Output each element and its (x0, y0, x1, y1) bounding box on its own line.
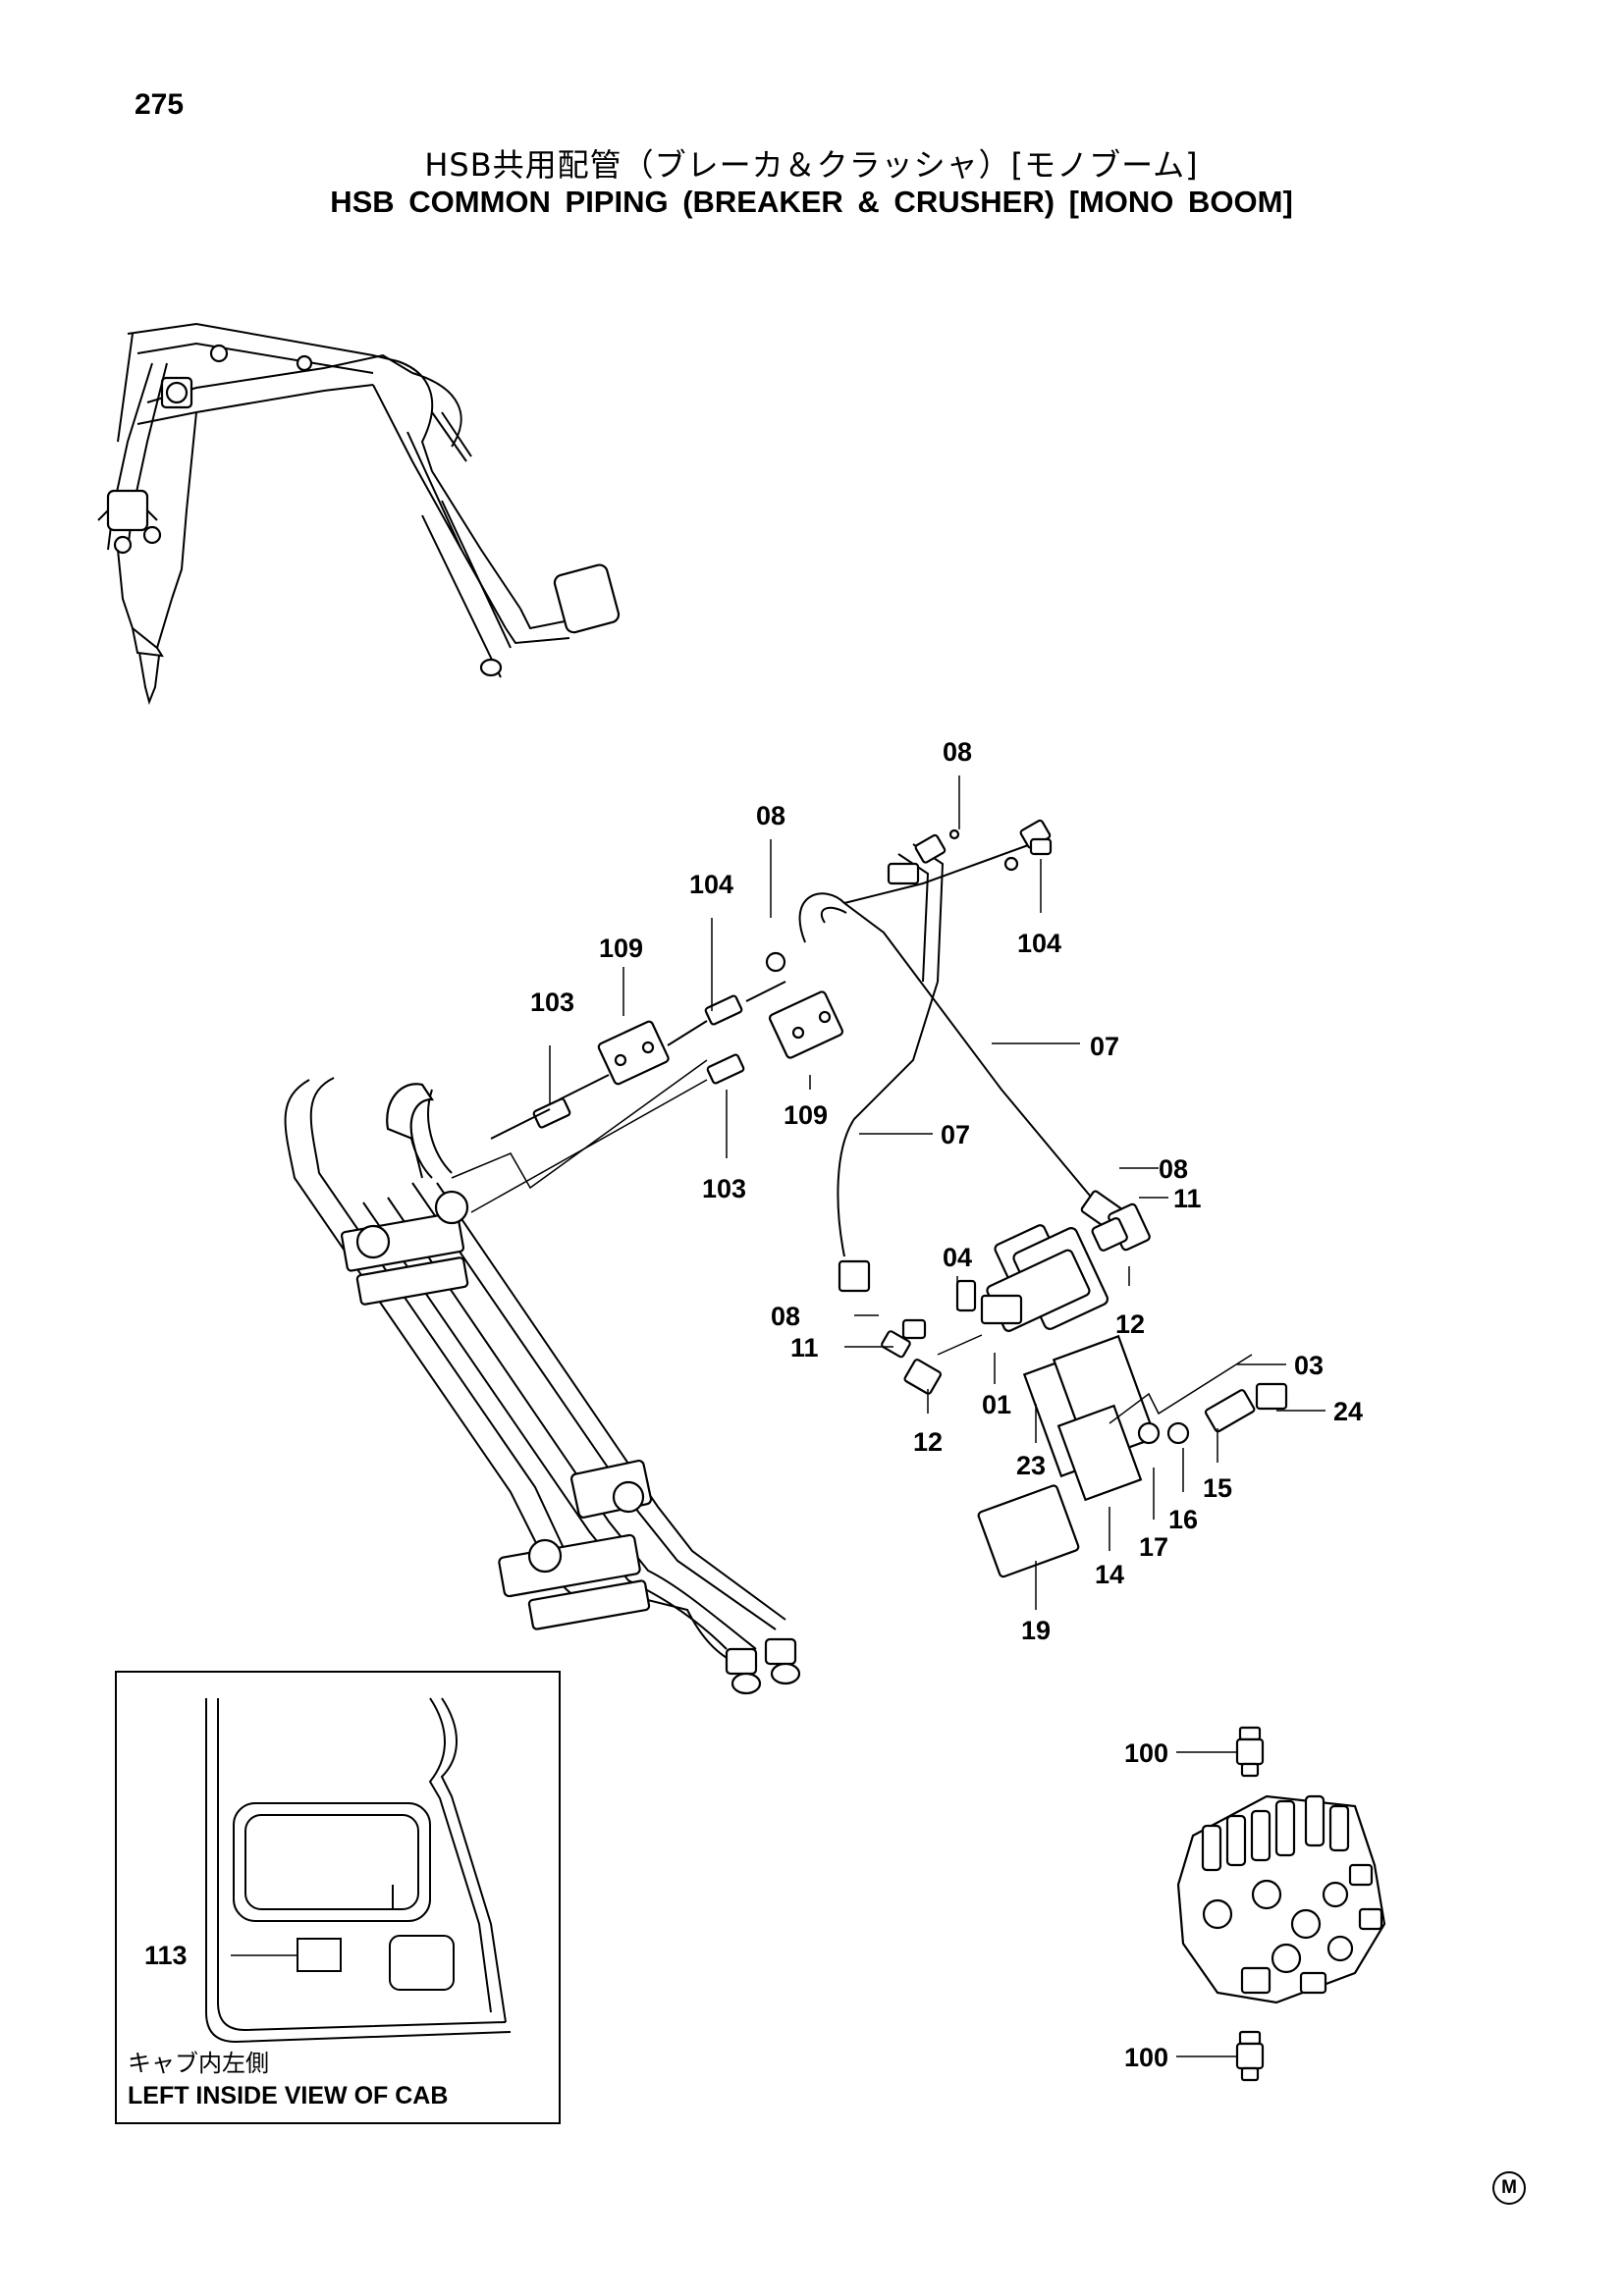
callout-100a: 100 (1124, 1738, 1168, 1768)
control-valve-illustration: 100 100 (1124, 1726, 1386, 2082)
callout-109a: 109 (599, 934, 643, 963)
callout-08c: 08 (1159, 1154, 1188, 1184)
callout-leaders (549, 775, 1325, 1610)
callout-17: 17 (1139, 1532, 1168, 1562)
callout-23: 23 (1016, 1451, 1046, 1480)
callout-08a: 08 (943, 737, 972, 767)
callout-labels: 08 08 104 104 109 103 07 109 07 103 08 1… (530, 737, 1363, 1645)
callout-03: 03 (1294, 1351, 1324, 1380)
valve-assembly (881, 1202, 1288, 1578)
callout-109b: 109 (784, 1100, 828, 1130)
callout-01: 01 (982, 1390, 1011, 1419)
cab-inset-frame (115, 1671, 561, 2124)
callout-07b: 07 (941, 1120, 970, 1149)
callout-24: 24 (1333, 1397, 1363, 1426)
title-english: HSB COMMON PIPING (BREAKER & CRUSHER) [M… (330, 185, 1293, 219)
callout-16: 16 (1168, 1505, 1198, 1534)
callout-100b: 100 (1124, 2043, 1168, 2072)
callout-08b: 08 (756, 801, 785, 830)
callout-12a: 12 (1115, 1309, 1145, 1339)
boom-piping-assembly (284, 1059, 801, 1695)
callout-113: 113 (144, 1941, 188, 1970)
callout-104b: 104 (1017, 929, 1061, 958)
callout-08d: 08 (771, 1302, 800, 1331)
callout-103b: 103 (702, 1174, 746, 1203)
cab-inset: 113 キャブ内左側 LEFT INSIDE VIEW OF CAB (115, 1671, 561, 2124)
cab-caption-english: LEFT INSIDE VIEW OF CAB (128, 2082, 448, 2109)
upper-fittings (470, 819, 1123, 1293)
cab-caption-japanese: キャブ内左側 (128, 2050, 269, 2077)
callout-104a: 104 (689, 870, 733, 899)
page-number: 275 (135, 88, 185, 121)
callout-11a: 11 (1173, 1184, 1202, 1213)
callout-07a: 07 (1090, 1032, 1119, 1061)
callout-19: 19 (1021, 1616, 1051, 1645)
callout-04: 04 (943, 1243, 972, 1272)
callout-11b: 11 (790, 1333, 819, 1362)
boom-arm-illustration (97, 322, 621, 706)
callout-103a: 103 (530, 988, 574, 1017)
title-japanese: HSB共用配管（ブレーカ＆クラッシャ）[モノブーム] (424, 146, 1199, 184)
callout-14: 14 (1095, 1560, 1124, 1589)
callout-15: 15 (1203, 1473, 1232, 1503)
callout-12b: 12 (913, 1427, 943, 1457)
corner-mark: M (1492, 2171, 1526, 2205)
